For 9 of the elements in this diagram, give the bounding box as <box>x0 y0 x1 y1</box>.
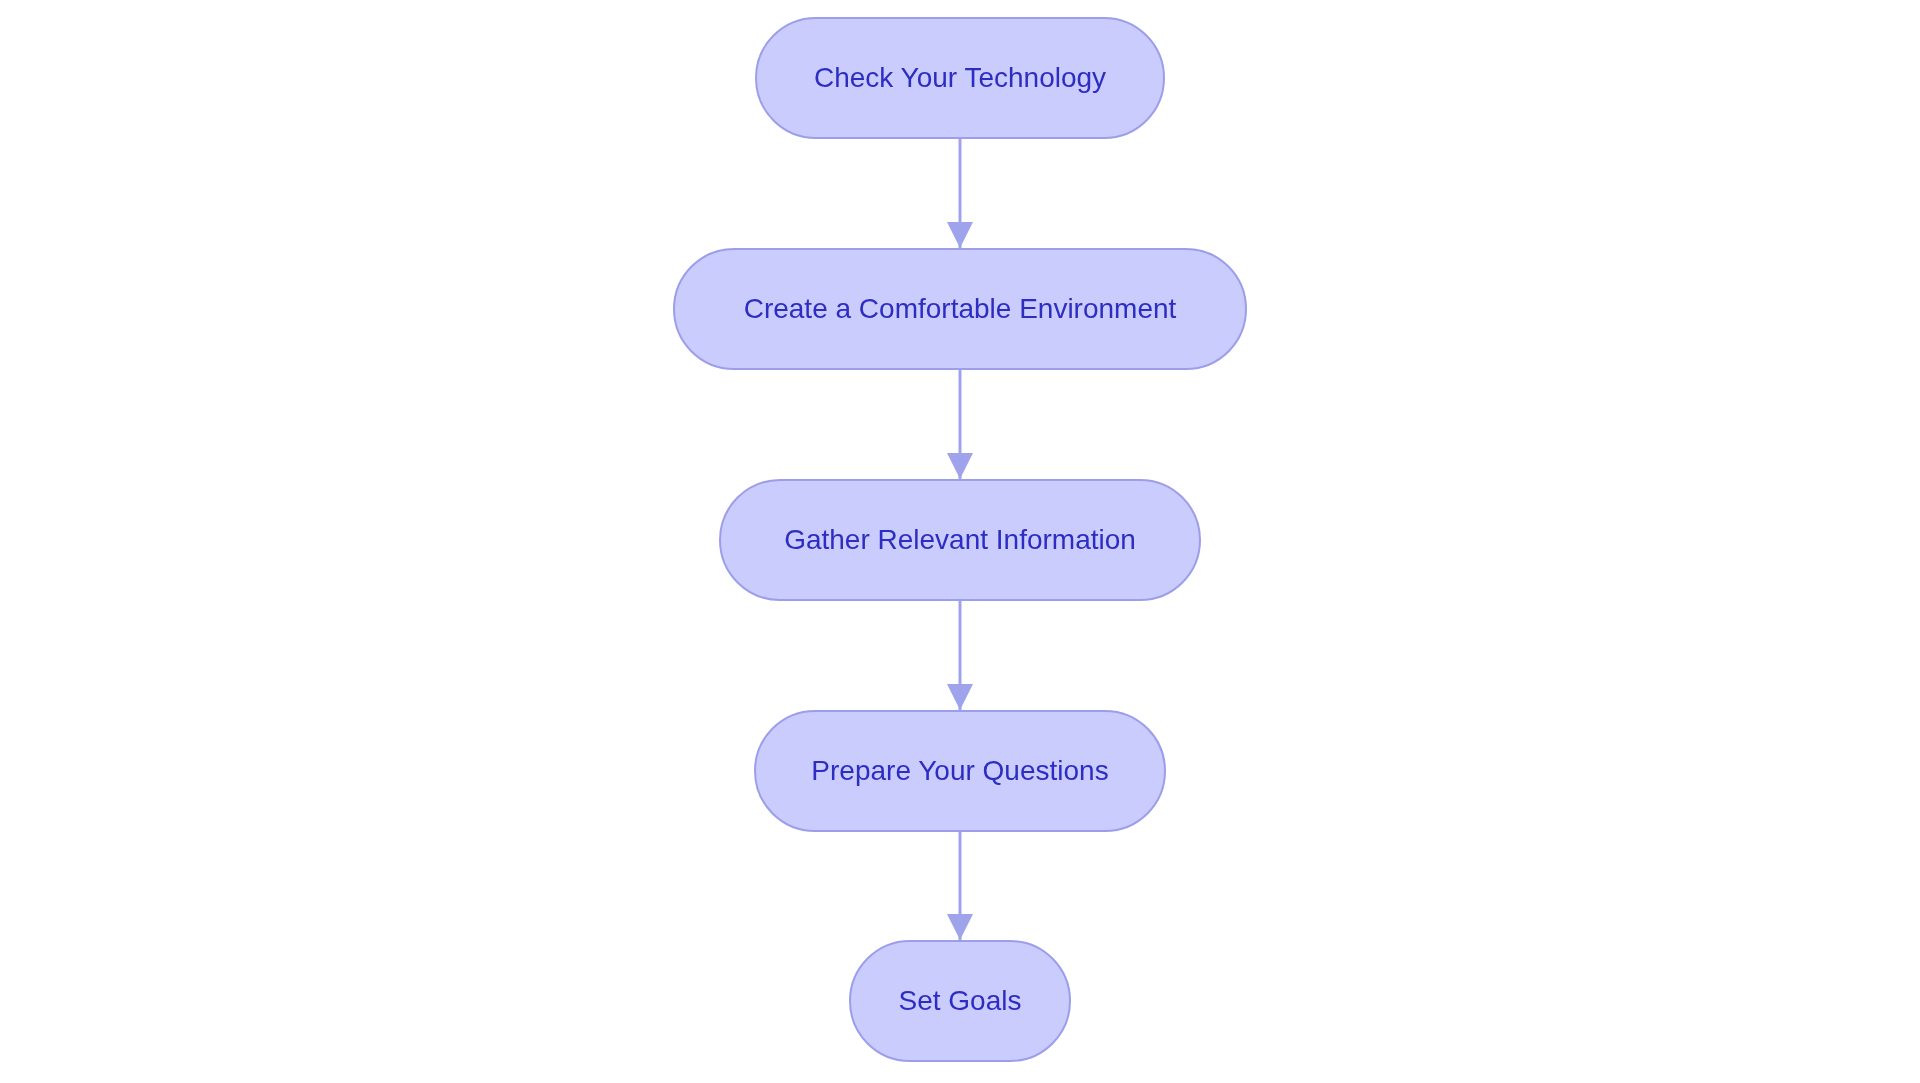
arrow <box>947 601 973 710</box>
arrow <box>947 832 973 940</box>
arrow <box>947 370 973 479</box>
step-label: Check Your Technology <box>813 62 1107 94</box>
step-label: Create a Comfortable Environment <box>743 293 1177 325</box>
step-label: Prepare Your Questions <box>811 755 1109 787</box>
step-label: Gather Relevant Information <box>784 524 1136 556</box>
step-label: Set Goals <box>898 985 1022 1017</box>
arrow <box>947 139 973 248</box>
